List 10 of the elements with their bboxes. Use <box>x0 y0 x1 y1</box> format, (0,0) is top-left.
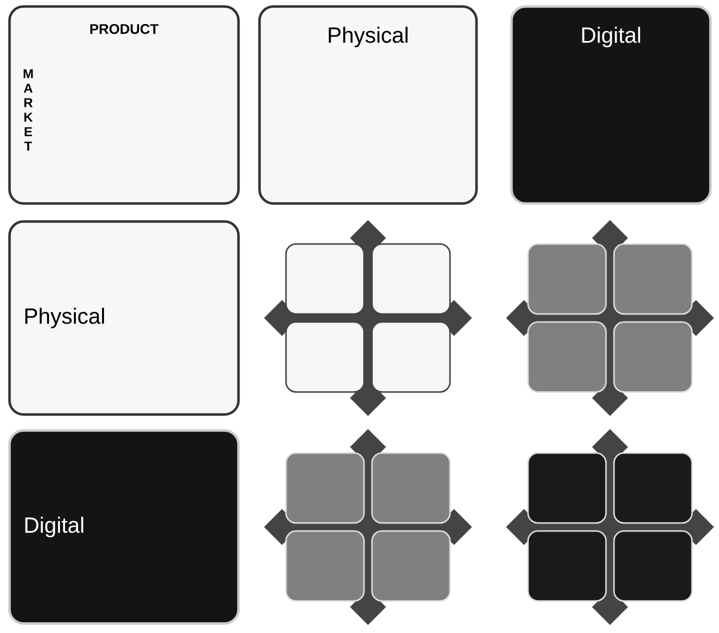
row-heading: Physical <box>25 308 104 328</box>
quadrant-drawing <box>264 429 472 625</box>
quadrant-drawing <box>506 429 714 625</box>
column-heading: Physical <box>328 26 408 48</box>
quadrant-drawing <box>506 220 714 416</box>
axis-heading: MARKET <box>24 69 33 151</box>
axis-heading: PRODUCT <box>90 24 158 34</box>
column-heading: Digital <box>582 26 640 48</box>
quadrant-drawing <box>264 220 472 416</box>
row-heading: Digital <box>25 516 84 538</box>
